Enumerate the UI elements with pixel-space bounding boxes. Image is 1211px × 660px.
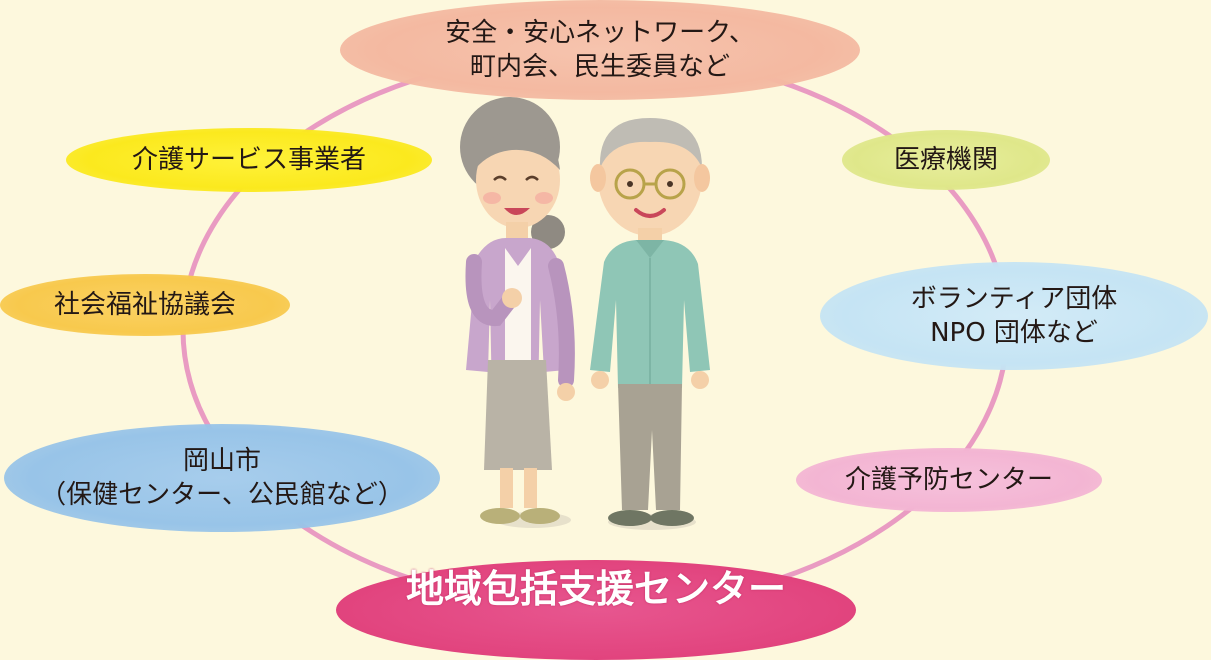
care-services-bubble: 介護サービス事業者: [66, 128, 432, 192]
volunteer-groups-line2: NPO 団体など: [930, 318, 1098, 348]
elderly-man-illustration: [590, 118, 710, 530]
okayama-city-line2: （保健センター、公民館など）: [40, 480, 404, 510]
community-support-center-bubble: 地域包括支援センター: [336, 560, 856, 660]
community-support-center-label: 地域包括支援センター: [405, 567, 786, 611]
volunteer-groups-line1: ボランティア団体: [910, 284, 1118, 314]
social-welfare-council-label: 社会福祉協議会: [53, 290, 236, 320]
medical-institutions-label: 医療機関: [893, 145, 998, 175]
care-services-label: 介護サービス事業者: [131, 145, 366, 175]
volunteer-groups-bubble: ボランティア団体 NPO 団体など: [820, 262, 1208, 370]
safety-network-line2: 町内会、民生委員など: [469, 52, 730, 82]
safety-network-bubble: 安全・安心ネットワーク、 町内会、民生委員など: [340, 0, 860, 100]
care-prevention-center-label: 介護予防センター: [844, 465, 1053, 495]
medical-institutions-bubble: 医療機関: [842, 130, 1050, 190]
okayama-city-line1: 岡山市: [182, 446, 261, 476]
social-welfare-council-bubble: 社会福祉協議会: [0, 274, 290, 336]
care-prevention-center-bubble: 介護予防センター: [796, 448, 1102, 512]
okayama-city-bubble: 岡山市 （保健センター、公民館など）: [4, 424, 440, 532]
diagram-graphics: [180, 49, 1010, 611]
safety-network-line1: 安全・安心ネットワーク、: [445, 18, 755, 48]
elderly-woman-illustration: [460, 97, 575, 528]
